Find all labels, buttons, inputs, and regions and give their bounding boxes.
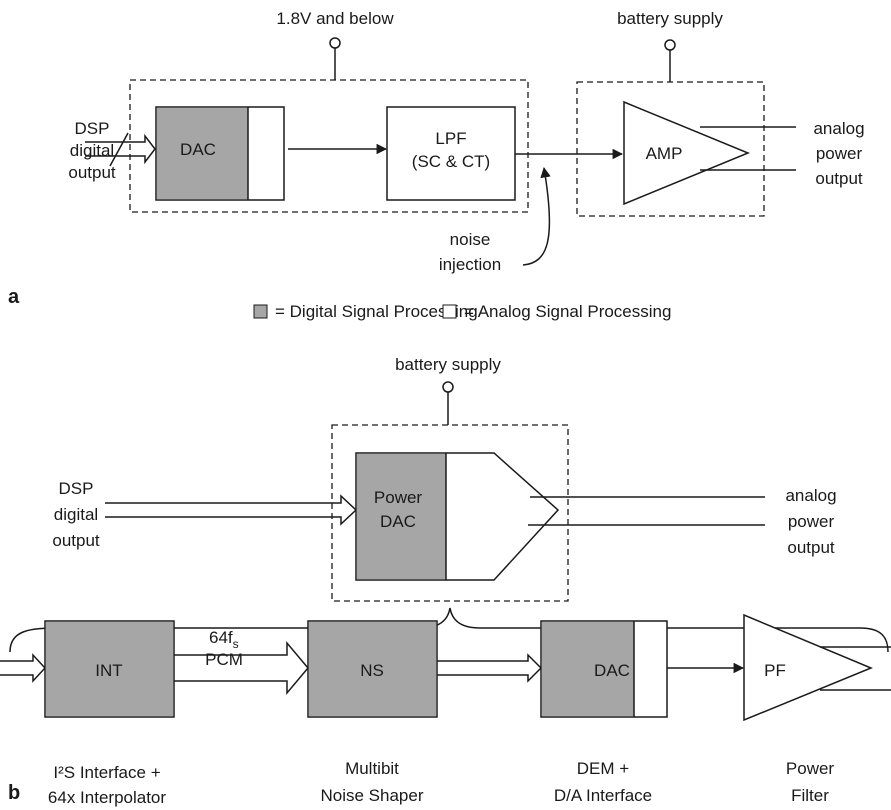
int-label: INT (95, 661, 122, 680)
output-b-line1: analog (785, 486, 836, 505)
noise-label-line2: injection (439, 255, 501, 274)
battery-domain-a (576, 81, 765, 217)
dac-label-a: DAC (180, 140, 216, 159)
ns-to-dac-bus (437, 653, 543, 683)
noise-label-line1: noise (450, 230, 491, 249)
amp-triangle (623, 100, 750, 206)
output-b-line2: power (788, 512, 835, 531)
amp-label: AMP (646, 144, 683, 163)
supply-terminal-b (442, 381, 454, 393)
dac-digital-part (157, 108, 248, 199)
input-b-line2: digital (54, 505, 98, 524)
int-caption-line2: 64x Interpolator (48, 788, 166, 807)
supply-terminal-2 (664, 39, 676, 51)
ns-caption-line1: Multibit (345, 759, 399, 778)
output-b-line3: output (787, 538, 835, 557)
output-label-line2: power (816, 144, 863, 163)
ns-label: NS (360, 661, 384, 680)
pf-triangle (743, 613, 873, 722)
legend-digital-swatch (253, 304, 268, 319)
noise-injection-arrow (522, 166, 551, 266)
ns-caption-line2: Noise Shaper (320, 786, 423, 805)
battery-supply-label-a: battery supply (617, 9, 723, 28)
output-label-line3: output (815, 169, 863, 188)
bus-slash (109, 132, 129, 167)
legend-analog-swatch (442, 304, 457, 319)
panel-a-label: a (8, 286, 20, 308)
int-digital-fill (46, 622, 173, 716)
input-label-line3: output (68, 163, 116, 182)
expansion-brace (9, 607, 889, 653)
battery-domain-b (331, 424, 569, 602)
dac-caption-line2: D/A Interface (554, 786, 652, 805)
int-caption-line1: I²S Interface + (53, 763, 160, 782)
int-input-arrow (0, 653, 47, 683)
supply-low-voltage-label: 1.8V and below (276, 9, 394, 28)
dac-label-b: DAC (594, 661, 630, 680)
input-label-line2: digital (70, 141, 114, 160)
pf-label: PF (764, 661, 786, 680)
input-b-line1: DSP (59, 479, 94, 498)
output-label-line1: analog (813, 119, 864, 138)
rate-label-line2: PCM (205, 650, 243, 669)
dac-b-digital-fill (542, 622, 634, 716)
rate-label-line1: 64fs (209, 628, 239, 651)
lpf-label-line2: (SC & CT) (412, 152, 490, 171)
power-dac-label-line1: Power (374, 488, 423, 507)
pf-caption-line1: Power (786, 759, 835, 778)
lpf-box (386, 106, 516, 201)
ns-digital-fill (309, 622, 436, 716)
power-dac-label-line2: DAC (380, 512, 416, 531)
digital-bus-arrow-b (105, 494, 358, 526)
input-label-line1: DSP (75, 119, 110, 138)
legend-analog-label: = Analog Signal Processing (464, 302, 671, 321)
pf-caption-line2: Filter (791, 786, 829, 805)
panel-b-label: b (8, 782, 20, 804)
low-voltage-domain (129, 79, 529, 213)
dac-caption-line1: DEM + (577, 759, 630, 778)
digital-bus-arrow-a (85, 133, 156, 165)
battery-supply-label-b: battery supply (395, 355, 501, 374)
legend-digital-label: = Digital Signal Processing (275, 302, 478, 321)
power-dac-digital-part (357, 454, 446, 579)
input-b-line3: output (52, 531, 100, 550)
supply-terminal-1 (329, 37, 341, 49)
lpf-label-line1: LPF (435, 129, 466, 148)
